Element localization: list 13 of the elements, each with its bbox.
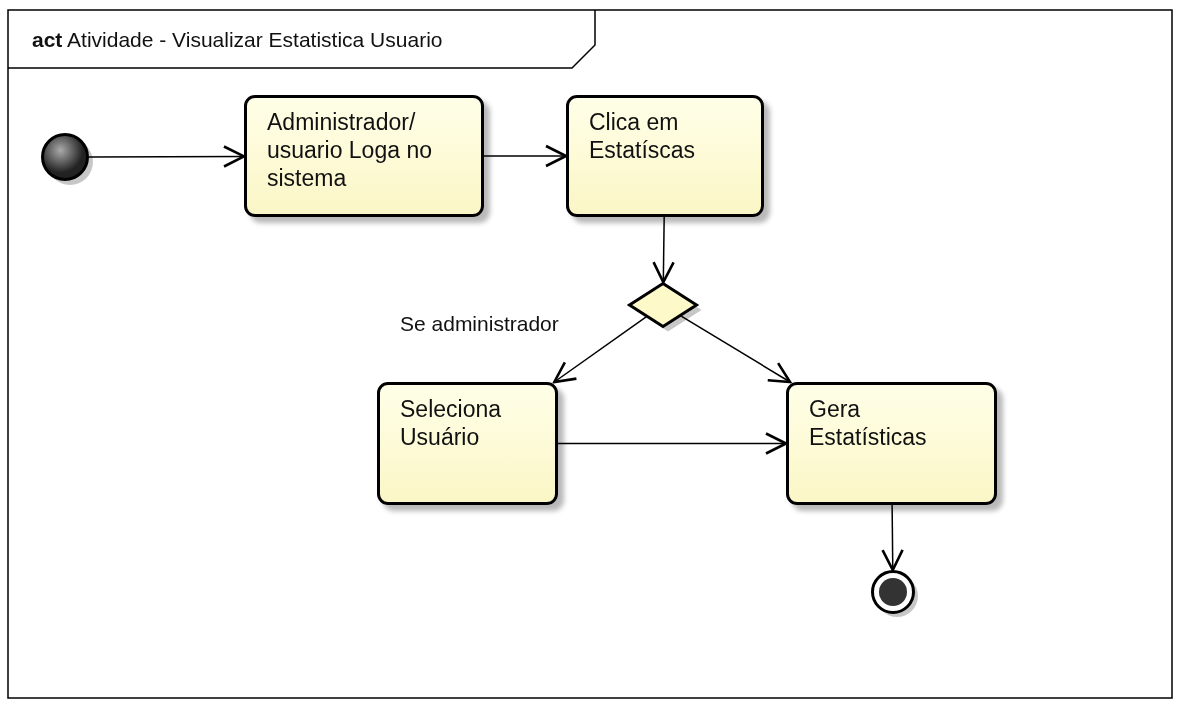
arrow bbox=[557, 432, 788, 455]
arrow bbox=[680, 315, 792, 384]
arrow bbox=[652, 216, 675, 284]
arrow bbox=[881, 504, 904, 572]
action-box: Administrador/ usuario Loga no sistema bbox=[244, 95, 484, 217]
final-node bbox=[871, 570, 915, 614]
arrow bbox=[553, 316, 647, 384]
action-box: Gera Estatísticas bbox=[786, 382, 997, 505]
arrow bbox=[483, 144, 568, 168]
action-box: Seleciona Usuário bbox=[377, 382, 558, 505]
arrow bbox=[88, 145, 246, 168]
frame-title: act Atividade - Visualizar Estatistica Usuario bbox=[32, 28, 443, 52]
action-box: Clica em Estatíscas bbox=[566, 95, 764, 217]
